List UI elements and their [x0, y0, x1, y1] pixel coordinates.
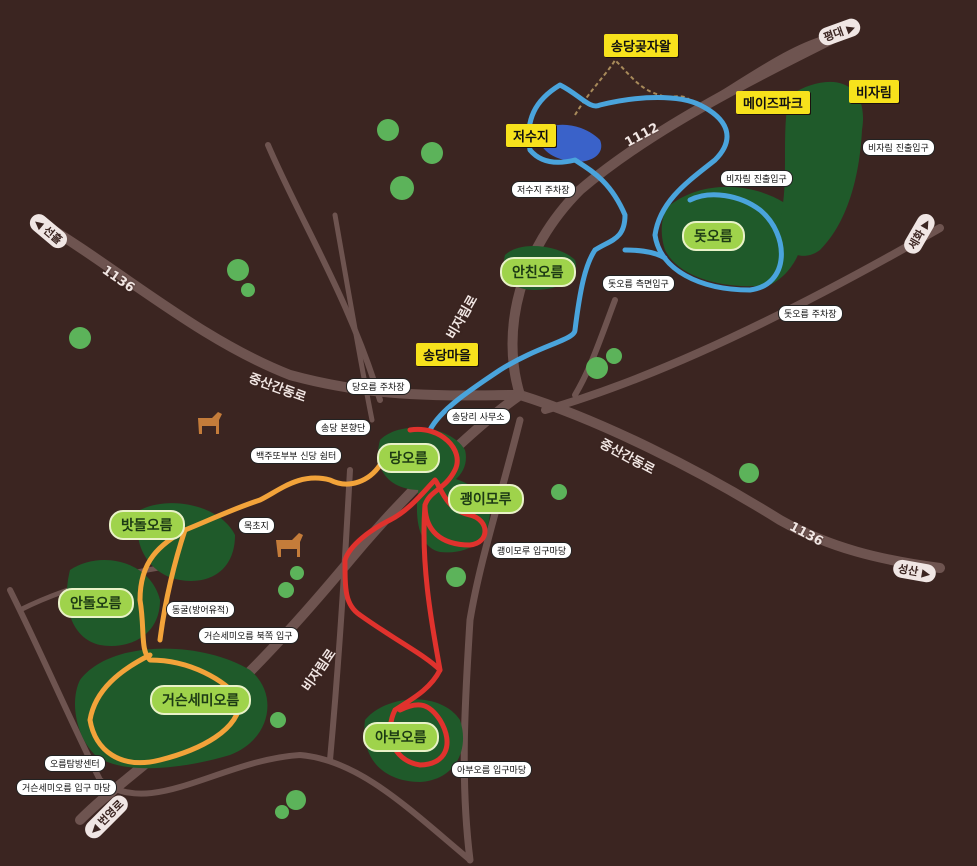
tree-icon: [377, 119, 399, 141]
callout-dang-parking: 당오름 주차장: [346, 378, 411, 395]
horse-icon: [276, 533, 303, 557]
tree-icon: [286, 790, 306, 810]
red-trail: [342, 426, 488, 768]
callout-baekju-rest: 백주또부부 신당 쉼터: [250, 447, 343, 464]
callout-cave: 동굴(방어유적): [166, 601, 235, 618]
blue-trail-branch: [622, 247, 668, 261]
road-north: [265, 142, 383, 403]
oreum-geosun: 거슨세미오름: [150, 685, 252, 715]
tree-icon: [290, 566, 304, 580]
tree-icon: [606, 348, 622, 364]
callout-songdang-office: 송당리 사무소: [446, 408, 511, 425]
road-west-loop: [7, 587, 473, 863]
tree-icon: [446, 567, 466, 587]
oreum-bat-dol: 밧돌오름: [109, 510, 185, 540]
tree-icon: [739, 463, 759, 483]
oreum-anchin: 안친오름: [500, 257, 576, 287]
orange-trail-mid: [157, 527, 188, 643]
oreum-dang: 당오름: [377, 443, 440, 473]
oreum-dot: 돗오름: [682, 221, 745, 251]
label-songdang-village: 송당마을: [416, 343, 478, 366]
callout-bijarim-entrance-b: 비자림 진출입구: [862, 139, 935, 156]
callout-geosun-entrance: 거슨세미오름 입구 마당: [16, 779, 117, 796]
orange-trail-main: [87, 462, 383, 766]
label-reservoir: 저수지: [506, 124, 556, 147]
oreum-an-dol: 안돌오름: [58, 588, 134, 618]
callout-kkaengi-entrance: 괭이모루 입구마당: [491, 542, 573, 559]
horse-icon: [198, 412, 222, 434]
direction-label: 성산: [897, 562, 920, 579]
label-maze-park: 메이즈파크: [736, 91, 810, 114]
horses: [198, 412, 303, 557]
tree-icon: [421, 142, 443, 164]
callout-mokchoji: 목초지: [238, 517, 275, 534]
road-1112: [507, 30, 845, 400]
callout-bijarim-entrance-a: 비자림 진출입구: [720, 170, 793, 187]
road-mid: [327, 467, 353, 763]
callout-dot-side-entrance: 돗오름 측면입구: [602, 275, 675, 292]
tree-icon: [586, 357, 608, 379]
tree-icon: [278, 582, 294, 598]
callout-dot-parking: 돗오름 주차장: [778, 305, 843, 322]
orange-trail: [87, 462, 383, 766]
label-bijarim: 비자림: [849, 80, 899, 103]
label-songdang-gotjawal: 송당곶자왈: [604, 34, 678, 57]
tree-icon: [227, 259, 249, 281]
callout-oreum-center: 오름탐방센터: [44, 755, 106, 772]
callout-reservoir-parking: 저수지 주차장: [511, 181, 576, 198]
tree-icon: [69, 327, 91, 349]
arrow-right-icon: ▶: [916, 565, 932, 581]
callout-songdang-shrine: 송당 본향단: [315, 419, 372, 436]
tree-icon: [241, 283, 255, 297]
oreum-kkaengi: 괭이모루: [448, 484, 524, 514]
tree-icon: [551, 484, 567, 500]
road-north2: [332, 212, 375, 423]
road-sehwa: [541, 224, 944, 414]
callout-abu-entrance: 아부오름 입구마당: [451, 761, 533, 778]
oreum-abu: 아부오름: [363, 722, 439, 752]
trees: [69, 119, 759, 819]
road-ne: [717, 37, 823, 98]
red-trail-branch: [421, 502, 443, 673]
forest-bijarim: [779, 81, 864, 256]
tree-icon: [270, 712, 286, 728]
tree-icon: [275, 805, 289, 819]
tree-icon: [390, 176, 414, 200]
arrow-right-icon: ▶: [840, 20, 857, 38]
blue-trail: [427, 82, 784, 433]
road-east-stub: [572, 297, 618, 398]
callout-geosun-north: 거슨세미오름 북쪽 입구: [198, 627, 299, 644]
blue-trail-main: [427, 82, 784, 433]
